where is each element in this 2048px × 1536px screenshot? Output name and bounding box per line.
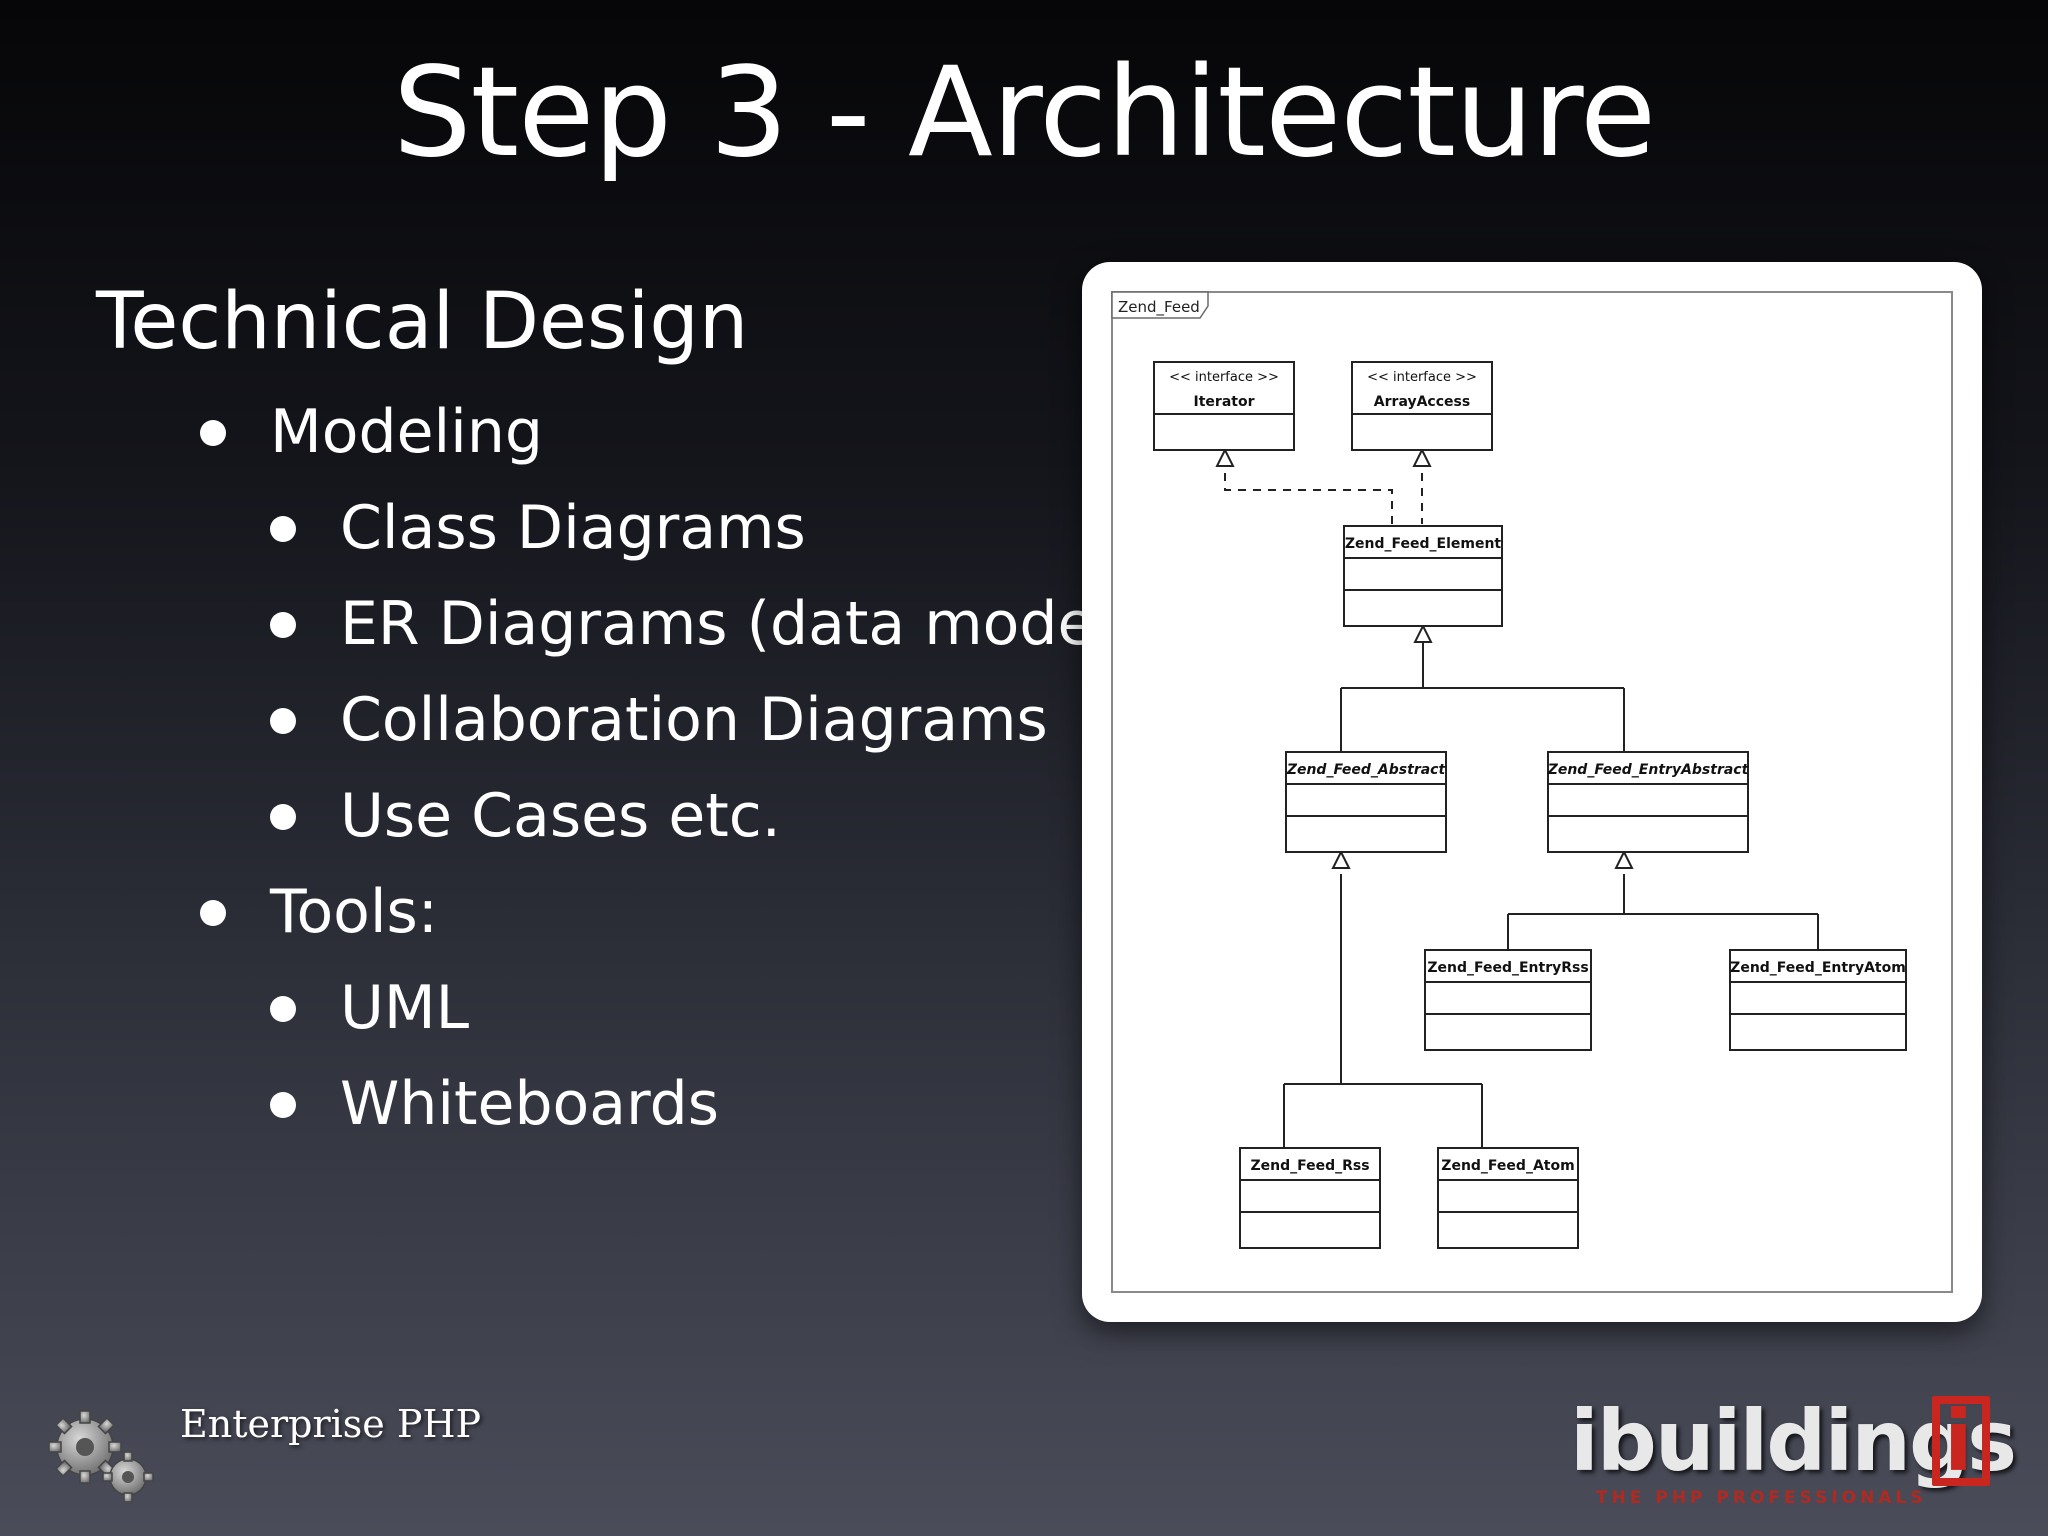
- gears-icon: [48, 1410, 154, 1503]
- brand-bracket-letter: i: [1944, 1392, 1973, 1490]
- class-name-entryatom: Zend_Feed_EntryAtom: [1730, 960, 1906, 976]
- bullet-list: Modeling Class Diagrams ER Diagrams (dat…: [0, 0, 1134, 1200]
- triangle-arrow-element: [1413, 623, 1433, 643]
- bullet-dot: [270, 708, 296, 734]
- class-name-arrayaccess: ArrayAccess: [1374, 394, 1470, 410]
- slide-title: Step 3 - Architecture: [392, 41, 1656, 185]
- class-name-rss: Zend_Feed_Rss: [1250, 1158, 1369, 1174]
- generalization-lines-element: [1340, 642, 1625, 756]
- class-box-rss: [1239, 1147, 1381, 1249]
- realization-line-iterator: [1224, 458, 1393, 524]
- class-box-atom: [1437, 1147, 1579, 1249]
- class-box-entryatom: [1729, 949, 1907, 1051]
- bullet-dot: [270, 516, 296, 542]
- class-box-entryabstract: [1547, 751, 1749, 853]
- bullet-whiteboards: Whiteboards: [340, 1069, 719, 1139]
- class-name-abstract: Zend_Feed_Abstract: [1286, 762, 1447, 778]
- stereotype-arrayaccess: << interface >>: [1367, 370, 1477, 385]
- bullet-dot: [270, 612, 296, 638]
- class-name-entryrss: Zend_Feed_EntryRss: [1427, 960, 1588, 976]
- bullet-tools: Tools:: [270, 877, 439, 947]
- generalization-lines-entryabstract: [1507, 874, 1819, 952]
- triangle-arrow-arrayaccess: [1412, 447, 1432, 467]
- bullet-collaboration-diagrams: Collaboration Diagrams: [340, 685, 1048, 755]
- generalization-lines-abstract: [1283, 874, 1483, 1148]
- triangle-arrow-iterator: [1215, 447, 1235, 467]
- bullet-dot: [270, 804, 296, 830]
- class-name-element: Zend_Feed_Element: [1345, 536, 1502, 552]
- bullet-use-cases: Use Cases etc.: [340, 781, 781, 851]
- class-name-atom: Zend_Feed_Atom: [1441, 1158, 1574, 1174]
- triangle-arrow-entryabstract: [1614, 849, 1634, 869]
- bullet-dot: [200, 420, 226, 446]
- class-box-abstract: [1285, 751, 1447, 853]
- bullet-dot: [200, 900, 226, 926]
- bullet-dot: [270, 996, 296, 1022]
- uml-class-diagram: Zend_Feed: [1111, 291, 1953, 1293]
- class-box-element: [1343, 525, 1503, 627]
- bullet-uml: UML: [340, 973, 470, 1043]
- class-name-entryabstract: Zend_Feed_EntryAbstract: [1547, 762, 1750, 778]
- class-box-arrayaccess: [1351, 361, 1493, 451]
- package-label: Zend_Feed: [1118, 298, 1200, 317]
- package-tab: [1111, 291, 1209, 319]
- stereotype-iterator: << interface >>: [1169, 370, 1279, 385]
- brand-name: ibuildings: [1570, 1392, 2017, 1490]
- brand-tagline: THE PHP PROFESSIONALS: [1596, 1488, 1927, 1508]
- brand-logo: ibuildings i THE PHP PROFESSIONALS: [1560, 1392, 2017, 1508]
- bullet-class-diagrams: Class Diagrams: [340, 493, 806, 563]
- brand-bracket: [1932, 1396, 1990, 1486]
- triangle-arrow-abstract: [1331, 849, 1351, 869]
- footer-text: Enterprise PHP: [180, 1402, 482, 1446]
- bullet-er-diagrams: ER Diagrams (data model): [340, 589, 1135, 659]
- section-heading: Technical Design: [96, 277, 749, 367]
- bullet-modeling: Modeling: [270, 397, 543, 467]
- class-box-entryrss: [1424, 949, 1592, 1051]
- class-name-iterator: Iterator: [1194, 394, 1255, 410]
- package-frame: [1111, 291, 1953, 1293]
- class-box-iterator: [1153, 361, 1295, 451]
- uml-diagram-panel: Zend_Feed: [1082, 262, 1982, 1322]
- bullet-dot: [270, 1092, 296, 1118]
